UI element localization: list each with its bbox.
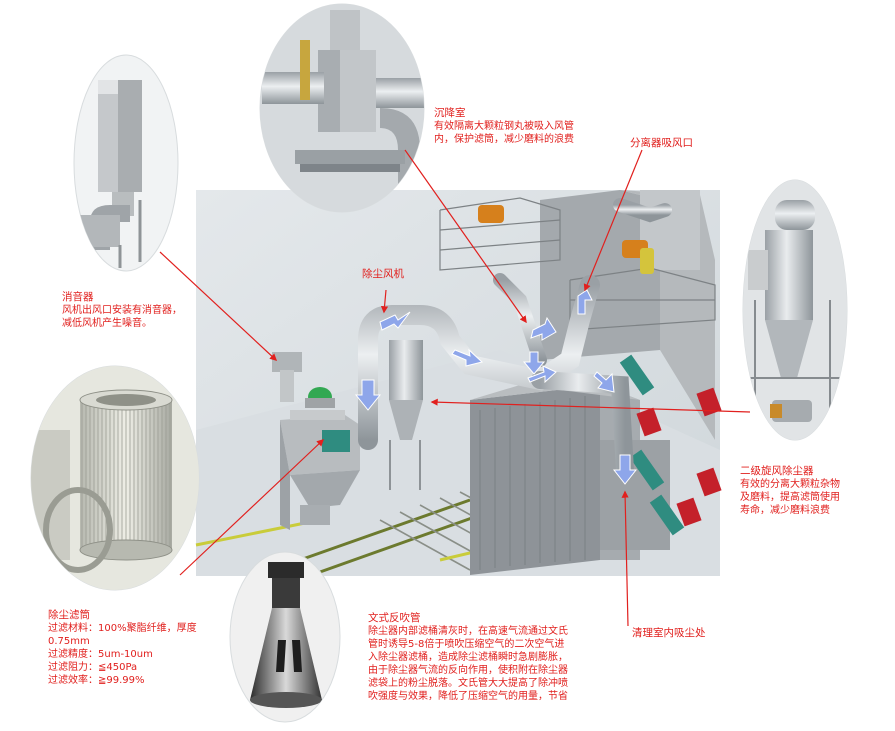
motor-icon [478,205,504,223]
cyclone-desc-line: 寿命，减少磨料浪费 [740,505,830,516]
label-dust-fan: 除尘风机 [362,268,404,281]
filter-spec-line: 过滤精度：5um-10um [48,649,153,660]
filter-title: 除尘滤筒 [48,609,90,621]
main-scene [195,190,722,576]
label-settling-chamber: 沉降室 有效隔离大颗粒钢丸被吸入风管 内，保护滤筒，减少磨料的浪费 [434,107,574,146]
cyclone-title: 二级旋风除尘器 [740,465,814,477]
airflow-arrow-icon [354,289,638,485]
silencer-desc-line: 减低风机产生噪音。 [62,318,152,329]
venturi-desc-line: 滤袋上的粉尘脱落。文氏管大大提高了除冲喷 [368,678,568,689]
venturi-desc-line: 由于除尘器气流的反向作用，使积附在除尘器 [368,665,568,676]
label-silencer: 消音器 风机出风口安装有消音器， 减低风机产生噪音。 [62,291,182,330]
inset-settling-chamber [259,3,425,213]
label-venturi-pipe: 文式反吹管 除尘器内部滤桶清灰时，在高速气流通过文氏 管时诱导5-8倍于喷吹压缩… [368,612,568,703]
label-secondary-cyclone: 二级旋风除尘器 有效的分离大颗粒杂物 及磨料，提高滤筒使用 寿命，减少磨料浪费 [740,465,840,517]
label-separator-inlet: 分离器吸风口 [630,137,693,150]
silencer-title: 消音器 [62,291,94,303]
venturi-title: 文式反吹管 [368,612,421,624]
filter-spec-line: 过滤阻力：≦450Pa [48,662,138,673]
filter-spec-line: 过滤材料：100%聚脂纤维，厚度 [48,623,197,634]
venturi-desc-line: 除尘器内部滤桶清灰时，在高速气流通过文氏 [368,626,568,637]
venturi-desc-line: 吹强度与效果，降低了压缩空气的用量，节省 [368,691,568,702]
venturi-desc-line: 管时诱导5-8倍于喷吹压缩空气的二次空气进 [368,639,565,650]
label-filter-cartridge: 除尘滤筒 过滤材料：100%聚脂纤维，厚度 0.75mm 过滤精度：5um-10… [48,609,197,687]
silencer-desc-line: 风机出风口安装有消音器， [62,305,182,316]
cyclone-desc-line: 及磨料，提高滤筒使用 [740,492,840,503]
inset-filter-cartridge [30,365,200,591]
inset-venturi-nozzle [229,551,341,723]
settling-desc-line: 内，保护滤筒，减少磨料的浪费 [434,134,574,145]
dust-fan-title: 除尘风机 [362,268,404,280]
room-inlet-title: 清理室内吸尘处 [632,627,706,639]
inset-silencer [73,54,179,272]
filter-spec-line: 0.75mm [48,636,90,647]
valve-icon [636,387,722,527]
label-room-inlet: 清理室内吸尘处 [632,627,706,640]
filter-spec-line: 过滤效率：≧99.99% [48,675,145,686]
inset-cyclone [742,179,848,441]
separator-inlet-title: 分离器吸风口 [630,137,693,149]
settling-title: 沉降室 [434,107,466,119]
cyclone-desc-line: 有效的分离大颗粒杂物 [740,479,840,490]
venturi-desc-line: 入除尘器滤桶，造成除尘滤桶瞬时急剧膨胀， [368,652,568,663]
leader-lines [159,149,751,627]
settling-desc-line: 有效隔离大颗粒钢丸被吸入风管 [434,121,574,132]
